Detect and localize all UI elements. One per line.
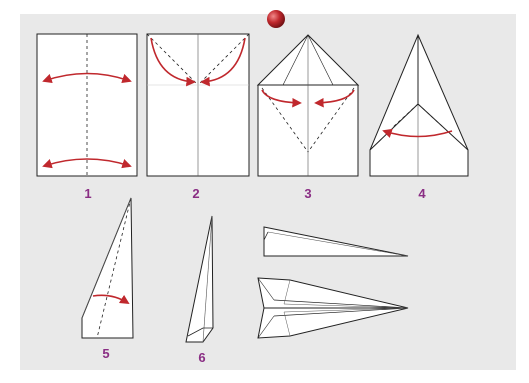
step-2-figure [146,33,250,177]
plane-top-view [257,277,409,339]
step-label-1: 1 [84,186,92,201]
step-1-figure [36,33,138,177]
step-label-2: 2 [192,186,200,201]
step-5-figure [81,197,134,339]
step-label-6: 6 [198,350,206,365]
step-label-5: 5 [102,346,110,361]
red-bead-icon [267,10,285,28]
step-label-4: 4 [418,186,426,201]
step-3-figure [256,34,360,177]
step-6-figure [185,215,214,343]
step-label-3: 3 [304,186,312,201]
step-4-figure [369,33,469,177]
plane-side-view [263,226,409,257]
